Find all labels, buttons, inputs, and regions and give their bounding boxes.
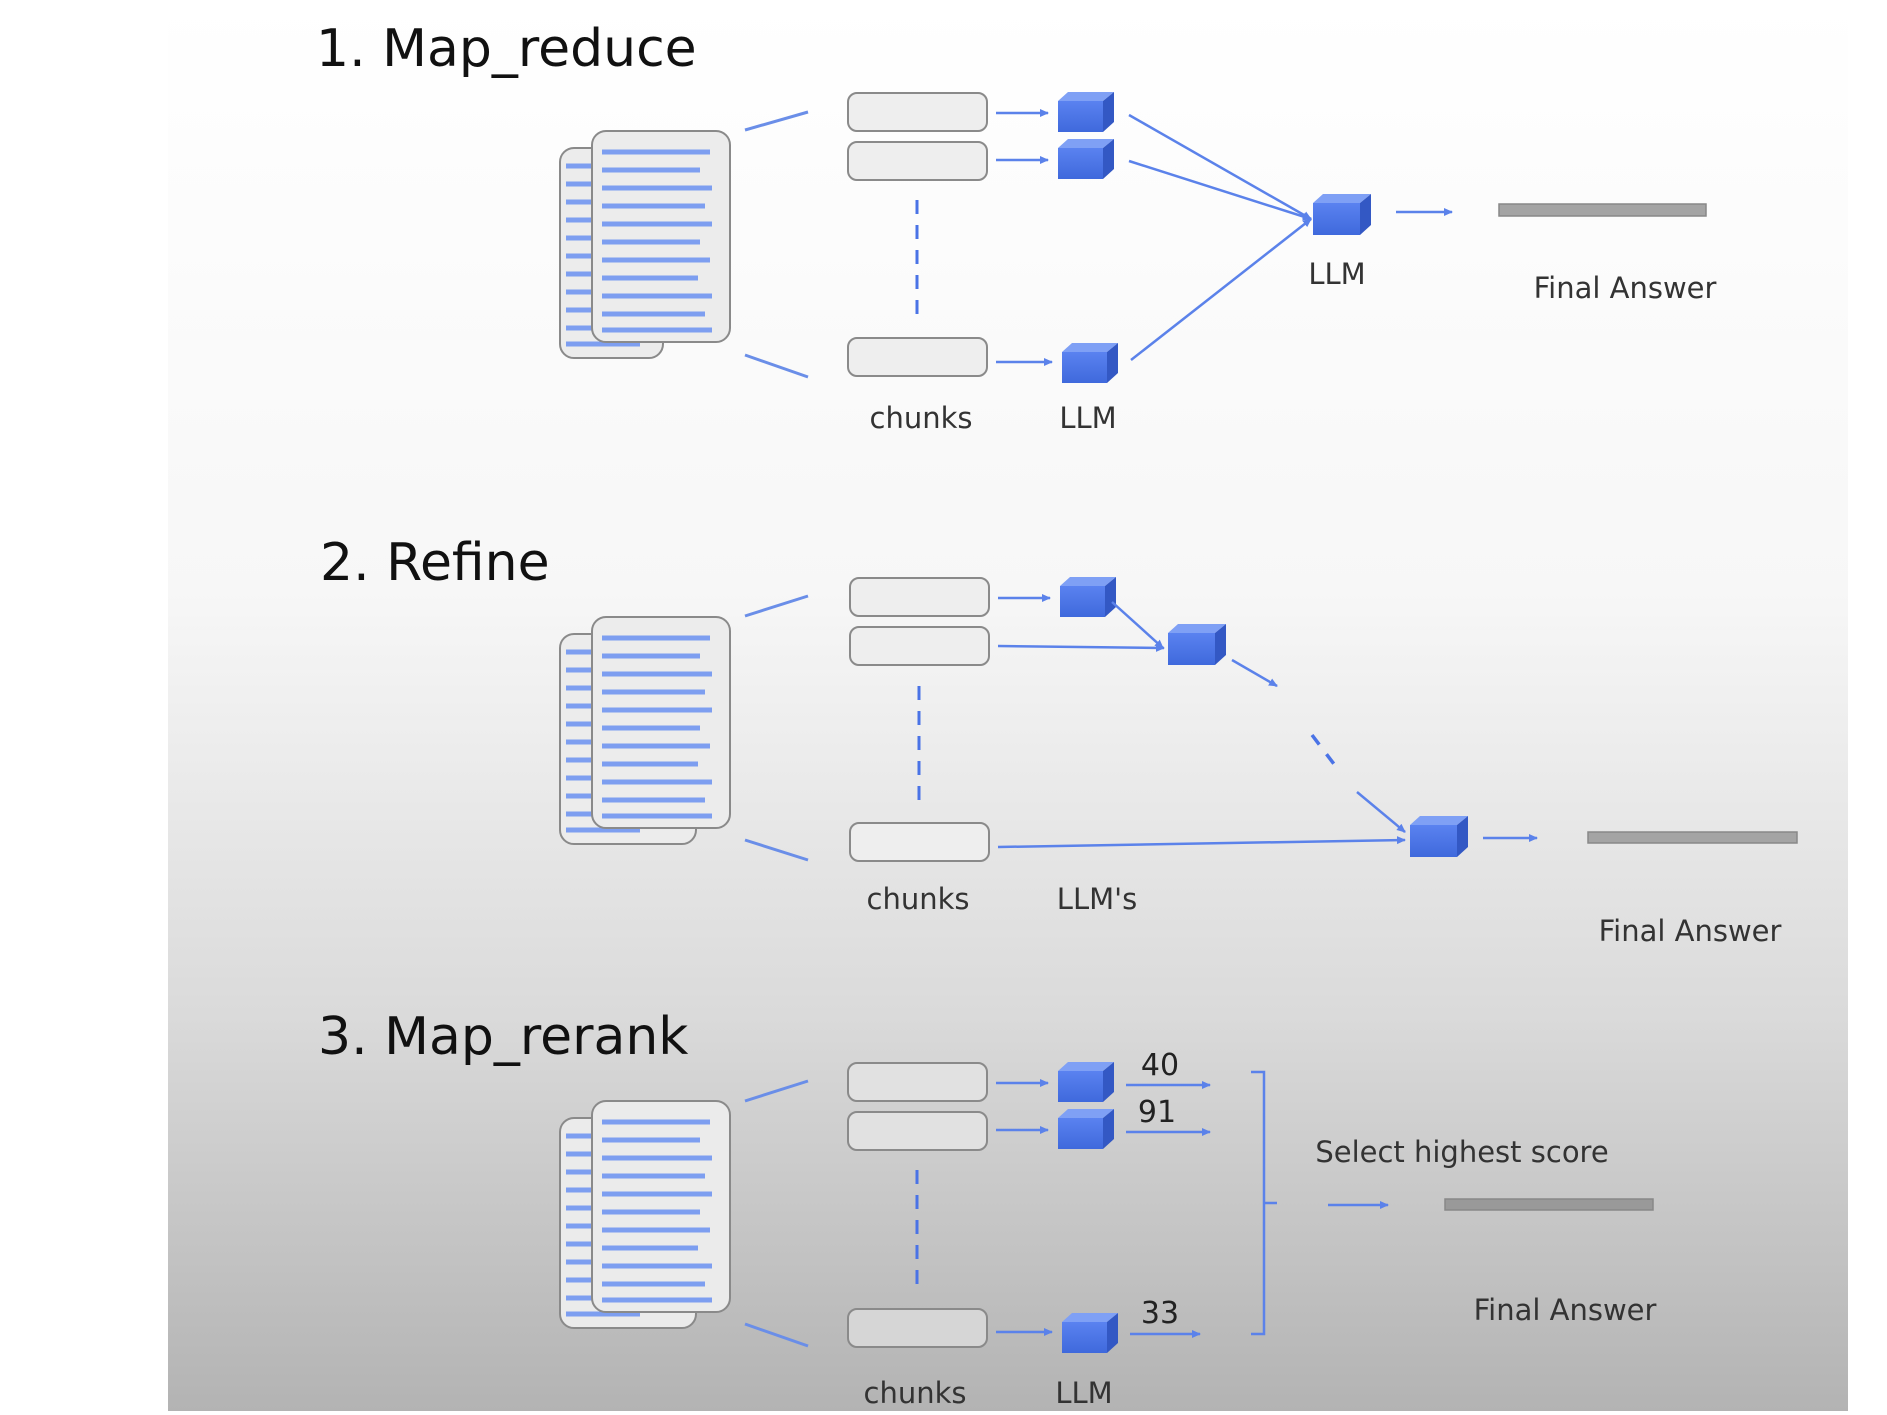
split-line — [744, 838, 809, 862]
chunk-box — [847, 1062, 988, 1102]
chunk-box — [847, 1111, 988, 1151]
llm-cube-icon — [1062, 343, 1118, 383]
llm-cube-icon — [1058, 1062, 1114, 1102]
arrow — [1111, 601, 1164, 649]
chunks-label: chunks — [864, 1376, 967, 1410]
combine-llm-cube-icon — [1313, 194, 1371, 235]
section-title: 3. Map_rerank — [318, 1007, 688, 1067]
document-stack-icon — [559, 130, 731, 359]
final-answer-label: Final Answer — [1534, 271, 1717, 305]
final-answer-bar — [1498, 203, 1707, 217]
section-map-reduce: 1. Map_reduce — [316, 19, 1717, 435]
final-answer-label: Final Answer — [1474, 1293, 1657, 1327]
combine-llm-label: LLM — [1308, 257, 1365, 291]
llm-cube-icon — [1168, 624, 1226, 665]
chunk-box — [847, 337, 988, 377]
arrow — [1356, 791, 1406, 833]
final-answer-bar — [1587, 831, 1798, 844]
score-label: 33 — [1141, 1296, 1179, 1331]
split-line — [744, 110, 809, 132]
selection-bracket — [1251, 1070, 1277, 1336]
score-label: 91 — [1138, 1095, 1176, 1130]
chunk-box — [849, 822, 990, 862]
chunk-box — [849, 626, 990, 666]
split-line — [744, 594, 809, 618]
background-panel — [168, 0, 1848, 1411]
section-title: 2. Refine — [320, 533, 550, 593]
arrow — [1231, 658, 1278, 688]
llm-label: LLM's — [1057, 882, 1137, 916]
split-line — [744, 1322, 809, 1348]
ellipsis-dashed-line — [1310, 733, 1342, 774]
split-line — [744, 1079, 809, 1103]
arrow — [997, 643, 1165, 652]
arrow — [997, 836, 1406, 849]
chunk-box — [847, 92, 988, 132]
final-answer-bar — [1444, 1198, 1654, 1211]
document-stack-icon — [559, 616, 731, 845]
llm-cube-icon — [1058, 139, 1114, 179]
llm-cube-icon — [1058, 1109, 1114, 1149]
llm-label: LLM — [1059, 401, 1116, 435]
chunk-box — [849, 577, 990, 617]
select-highest-score-label: Select highest score — [1315, 1135, 1608, 1169]
arrow — [1128, 159, 1312, 221]
section-refine: 2. Refine — [320, 533, 1798, 948]
arrow — [1130, 218, 1312, 361]
chunks-label: chunks — [870, 401, 973, 435]
chunk-box — [847, 141, 988, 181]
final-llm-cube-icon — [1410, 816, 1468, 857]
llm-cube-icon — [1060, 577, 1116, 617]
arrow — [1128, 113, 1312, 221]
llm-label: LLM — [1055, 1376, 1112, 1410]
llm-cube-icon — [1062, 1313, 1118, 1353]
score-label: 40 — [1141, 1048, 1179, 1083]
llm-cube-icon — [1058, 92, 1114, 132]
section-title: 1. Map_reduce — [316, 19, 697, 79]
document-stack-icon — [559, 1100, 731, 1329]
split-line — [744, 353, 809, 379]
chunk-box — [847, 1308, 988, 1348]
section-map-rerank: 3. Map_rerank — [318, 1007, 1657, 1410]
final-answer-label: Final Answer — [1599, 914, 1782, 948]
chunks-label: chunks — [867, 882, 970, 916]
